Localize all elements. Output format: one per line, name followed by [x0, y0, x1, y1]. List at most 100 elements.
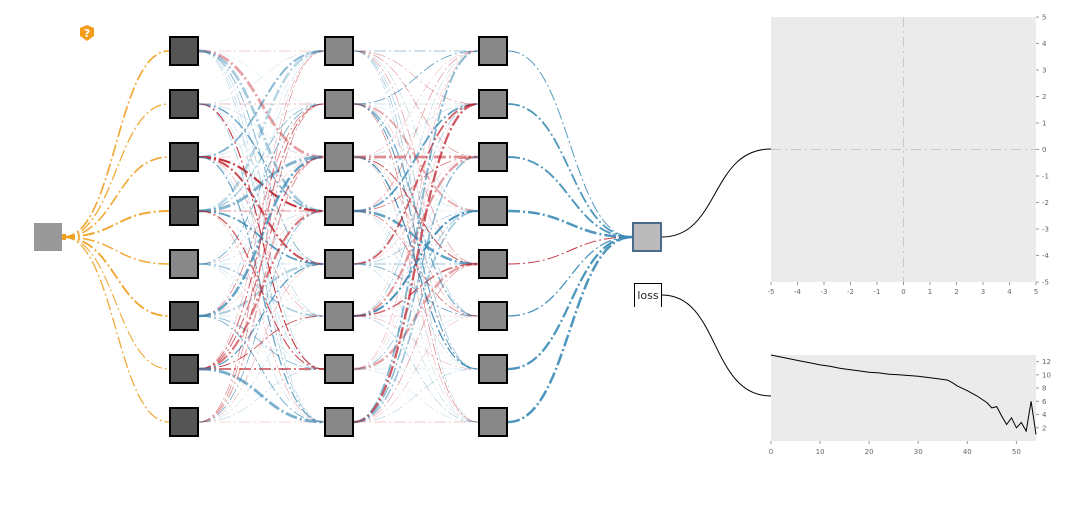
hidden-node-l2-3 [324, 142, 354, 172]
loss-plot-connector [661, 294, 772, 397]
weight-edge [198, 50, 325, 105]
hidden-node-l2-7 [324, 354, 354, 384]
weight-edge [198, 315, 325, 423]
weight-edge [198, 50, 325, 265]
weight-edge [62, 236, 170, 265]
weight-edge [507, 103, 633, 238]
weight-edge [198, 368, 325, 423]
hidden-node-l2-6 [324, 301, 354, 331]
hidden-node-l1-3 [169, 142, 199, 172]
weight-edge [353, 103, 479, 423]
hidden-node-l3-7 [478, 354, 508, 384]
weight-edge [198, 50, 325, 158]
weight-edge [353, 103, 479, 370]
weight-edge [62, 236, 170, 317]
weight-edge [198, 156, 325, 423]
hidden-node-l2-4 [324, 196, 354, 226]
weight-edge [353, 210, 479, 370]
weight-edge [62, 103, 170, 238]
weight-edge [353, 103, 479, 317]
weight-edge [353, 50, 479, 212]
hidden-node-l1-8 [169, 407, 199, 437]
weight-edge [198, 103, 325, 370]
hidden-node-l1-2 [169, 89, 199, 119]
weight-edge [353, 50, 479, 212]
weight-edge [353, 315, 479, 423]
weight-edge [353, 50, 479, 105]
weight-edge [198, 103, 325, 158]
output-plot-connector [661, 148, 772, 238]
output-plot-grid [771, 17, 1036, 282]
weight-edge [507, 235, 633, 424]
weight-edge [62, 236, 170, 370]
hidden-node-l3-2 [478, 89, 508, 119]
weight-edge [62, 156, 170, 238]
weight-edge [353, 103, 479, 265]
weight-edge [198, 209, 325, 371]
weight-edge [353, 210, 479, 423]
hidden-node-l3-5 [478, 249, 508, 279]
weight-edge [62, 209, 170, 239]
weight-edge [507, 236, 633, 265]
hidden-node-l2-8 [324, 407, 354, 437]
weight-edge [198, 263, 325, 423]
weight-edge [353, 156, 479, 370]
hidden-node-l3-8 [478, 407, 508, 437]
weight-edge [198, 210, 325, 423]
weight-edge [507, 156, 633, 238]
weight-edge [198, 50, 325, 105]
question-mark-icon[interactable]: ? [78, 24, 96, 42]
hidden-node-l3-4 [478, 196, 508, 226]
weight-edge [198, 103, 325, 317]
weight-edge [353, 50, 479, 265]
weight-edge [198, 50, 325, 423]
weight-edge [353, 50, 479, 370]
hidden-node-l1-1 [169, 36, 199, 66]
output-plot [771, 17, 1036, 282]
help-icon-shape [80, 25, 94, 41]
weight-edge [62, 50, 170, 238]
plot-connectors [661, 148, 772, 397]
hidden-node-l1-7 [169, 354, 199, 384]
hidden-node-l3-1 [478, 36, 508, 66]
weight-edge [198, 315, 325, 370]
weight-edge [353, 50, 479, 370]
weight-edge [62, 236, 170, 423]
hidden-node-l3-3 [478, 142, 508, 172]
network-edges [62, 49, 633, 424]
weight-edge [198, 103, 325, 212]
loss-label: loss [634, 283, 662, 307]
hidden-node-l2-5 [324, 249, 354, 279]
weight-edge [198, 50, 325, 370]
weight-edge [353, 210, 479, 317]
input-node [34, 223, 62, 251]
weight-edge [507, 209, 633, 239]
weight-edge [507, 50, 633, 238]
hidden-node-l1-5 [169, 249, 199, 279]
weight-edge [198, 156, 325, 423]
weight-edge [353, 50, 479, 158]
weight-edge [198, 49, 325, 213]
help-icon-glyph: ? [84, 27, 90, 40]
input-node-port [62, 234, 66, 240]
hidden-node-l1-4 [169, 196, 199, 226]
weight-edge [353, 50, 479, 158]
weight-edge [507, 236, 633, 317]
weight-edge [198, 156, 325, 370]
weight-edge [353, 263, 479, 423]
hidden-node-l2-1 [324, 36, 354, 66]
output-node [632, 222, 662, 252]
weight-edge [353, 50, 479, 423]
weight-edge [353, 103, 479, 158]
weight-edge [198, 49, 325, 213]
weight-edge [198, 103, 325, 265]
weight-edge [198, 103, 325, 158]
loss-plot [771, 355, 1036, 441]
weight-edge [507, 235, 633, 371]
weight-edge [353, 368, 479, 423]
weight-edge [198, 103, 325, 423]
weight-edge [353, 102, 479, 424]
weight-edge [198, 103, 325, 423]
hidden-node-l1-6 [169, 301, 199, 331]
